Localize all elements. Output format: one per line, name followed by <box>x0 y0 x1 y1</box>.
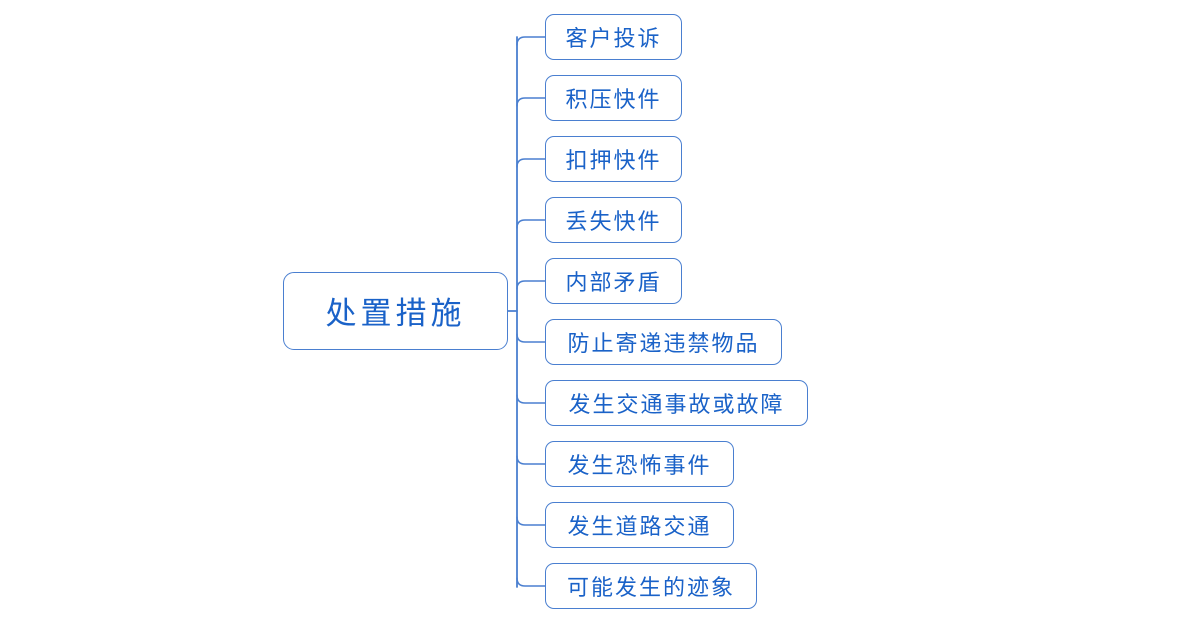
mindmap-child-node[interactable]: 扣押快件 <box>545 136 682 182</box>
mindmap-child-node[interactable]: 客户投诉 <box>545 14 682 60</box>
branch-connector <box>516 516 546 526</box>
branch-connector <box>516 36 546 46</box>
mindmap-child-node[interactable]: 发生恐怖事件 <box>545 441 734 487</box>
branch-connector <box>516 577 546 587</box>
mindmap-child-label: 客户投诉 <box>565 25 662 51</box>
mindmap-child-label: 防止寄递违禁物品 <box>567 330 760 356</box>
mindmap-child-label: 积压快件 <box>565 86 662 112</box>
branch-connector <box>516 394 546 404</box>
mindmap-child-label: 丢失快件 <box>565 208 662 234</box>
mindmap-child-node[interactable]: 丢失快件 <box>545 197 682 243</box>
branch-connector <box>516 97 546 107</box>
mindmap-child-node[interactable]: 可能发生的迹象 <box>545 563 757 609</box>
mindmap-child-label: 发生道路交通 <box>567 513 712 539</box>
branch-connector <box>516 280 546 290</box>
branch-connector <box>516 158 546 168</box>
mindmap-child-node[interactable]: 防止寄递违禁物品 <box>545 319 782 365</box>
mindmap-child-label: 可能发生的迹象 <box>566 574 735 600</box>
mindmap-root-node[interactable]: 处置措施 <box>283 272 508 350</box>
branch-connector <box>516 455 546 465</box>
mindmap-child-node[interactable]: 内部矛盾 <box>545 258 682 304</box>
mindmap-child-node[interactable]: 积压快件 <box>545 75 682 121</box>
mindmap-child-label: 发生恐怖事件 <box>567 452 712 478</box>
mindmap-child-label: 扣押快件 <box>565 147 662 173</box>
branch-connector <box>516 333 546 343</box>
mindmap-child-node[interactable]: 发生道路交通 <box>545 502 734 548</box>
mindmap-root-label: 处置措施 <box>325 295 466 331</box>
mindmap-child-node[interactable]: 发生交通事故或故障 <box>545 380 808 426</box>
mindmap-child-label: 发生交通事故或故障 <box>568 391 785 417</box>
branch-connector <box>516 219 546 229</box>
mindmap-child-label: 内部矛盾 <box>565 269 662 295</box>
